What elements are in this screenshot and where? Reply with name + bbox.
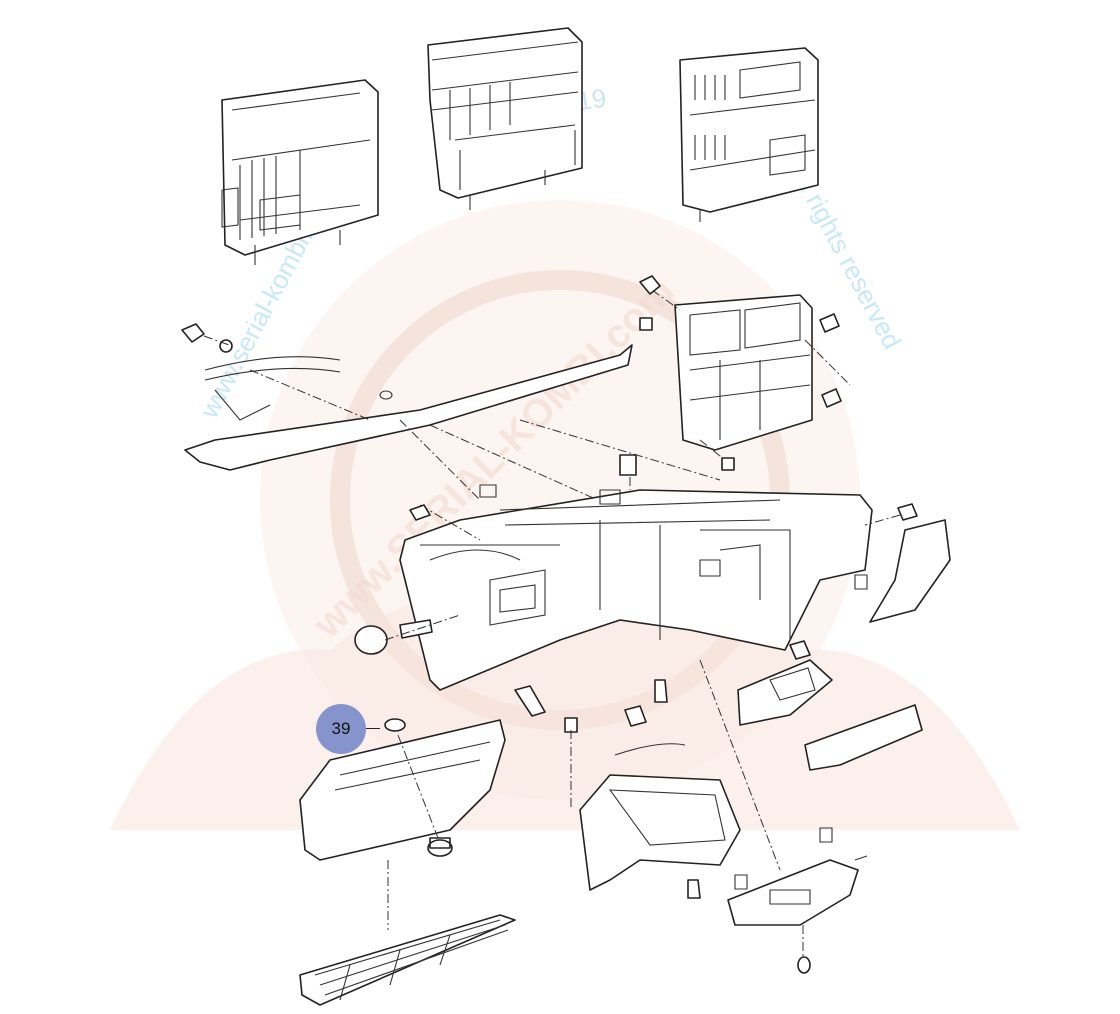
dashboard-main[interactable] — [354, 454, 918, 727]
console-panel-left[interactable] — [221, 79, 379, 265]
air-duct[interactable] — [737, 659, 833, 726]
lower-storage-tray[interactable] — [564, 659, 781, 899]
callout-leader-line — [358, 728, 380, 729]
side-trim-right[interactable] — [854, 519, 951, 623]
center-console-bracket[interactable] — [639, 275, 851, 471]
console-panel-right[interactable] — [679, 47, 819, 222]
console-panel-middle[interactable] — [427, 27, 583, 210]
dash-crossmember[interactable] — [181, 323, 721, 511]
steering-column-cover[interactable] — [727, 827, 868, 974]
knee-bracket-right[interactable] — [804, 704, 923, 771]
glovebox-lid[interactable] — [299, 718, 506, 930]
callout-badge-39[interactable]: 39 — [316, 704, 366, 754]
floor-mat-grid[interactable] — [299, 914, 516, 1006]
